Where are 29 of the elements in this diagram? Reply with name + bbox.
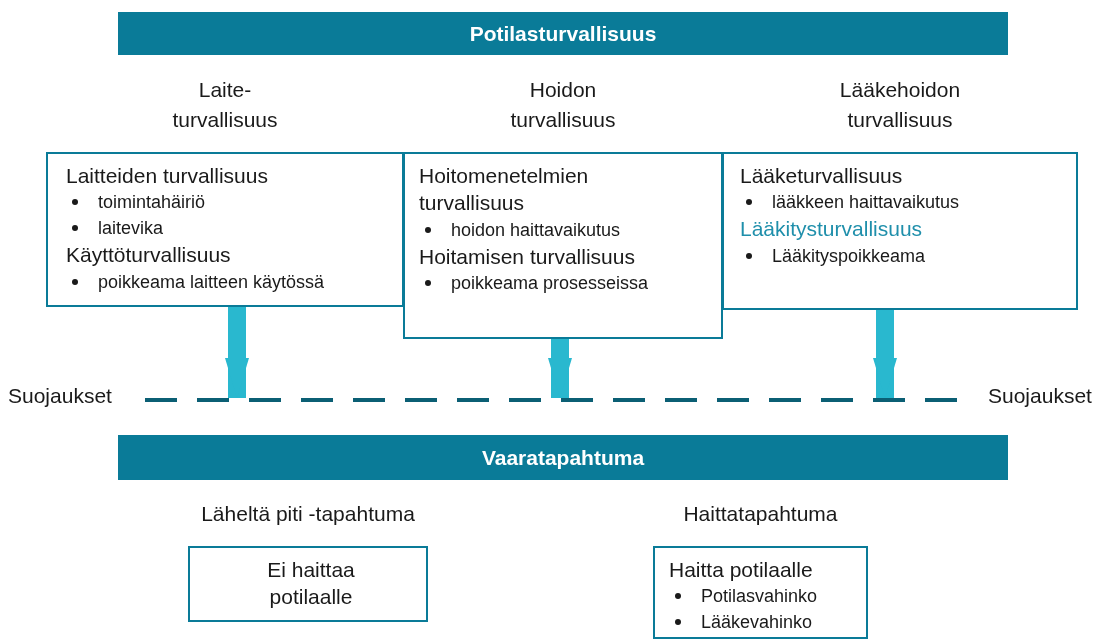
bullet-item: hoidon haittavaikutus — [451, 218, 621, 242]
subheading: Lääkitysturvallisuus — [740, 216, 924, 243]
subheading: Käyttöturvallisuus — [66, 242, 232, 269]
category-heading: Läheltä piti -tapahtuma — [200, 500, 416, 527]
bullet-item: poikkeama laitteen käytössä — [98, 270, 325, 294]
block-arrow — [873, 310, 897, 398]
subheading: Haitta potilaalle — [669, 557, 814, 583]
category-heading: Hoidon turvallisuus — [509, 77, 617, 133]
bullet-item: toimintahäiriö — [98, 191, 206, 215]
bullet-item: poikkeama prosesseissa — [451, 272, 649, 295]
subheading: Lääketurvallisuus — [740, 163, 904, 189]
bullet-item: laitevika — [98, 217, 164, 241]
subheading: Hoitamisen turvallisuus — [419, 243, 636, 270]
subheading: Ei haittaa potilaalle — [266, 557, 356, 611]
title-band: Potilasturvallisuus — [118, 12, 1008, 55]
bullet-item: lääkkeen haittavaikutus — [772, 191, 960, 215]
block-arrow — [548, 339, 572, 398]
barrier-label: Suojaukset — [988, 384, 1092, 408]
block-arrow — [225, 307, 249, 398]
category-heading: Haittatapahtuma — [682, 500, 839, 527]
category-heading: Lääkehoidon turvallisuus — [838, 77, 962, 133]
bullet-item: Potilasvahinko — [701, 585, 818, 609]
bullet-item: Lääkevahinko — [701, 611, 813, 635]
barrier-label: Suojaukset — [8, 384, 112, 408]
bullet-item: Lääkityspoikkeama — [772, 244, 926, 268]
subheading: Hoitomenetelmien turvallisuus — [419, 163, 590, 217]
category-heading: Laite- turvallisuus — [171, 77, 279, 133]
title-band: Vaaratapahtuma — [118, 435, 1008, 480]
subheading: Laitteiden turvallisuus — [66, 163, 269, 189]
